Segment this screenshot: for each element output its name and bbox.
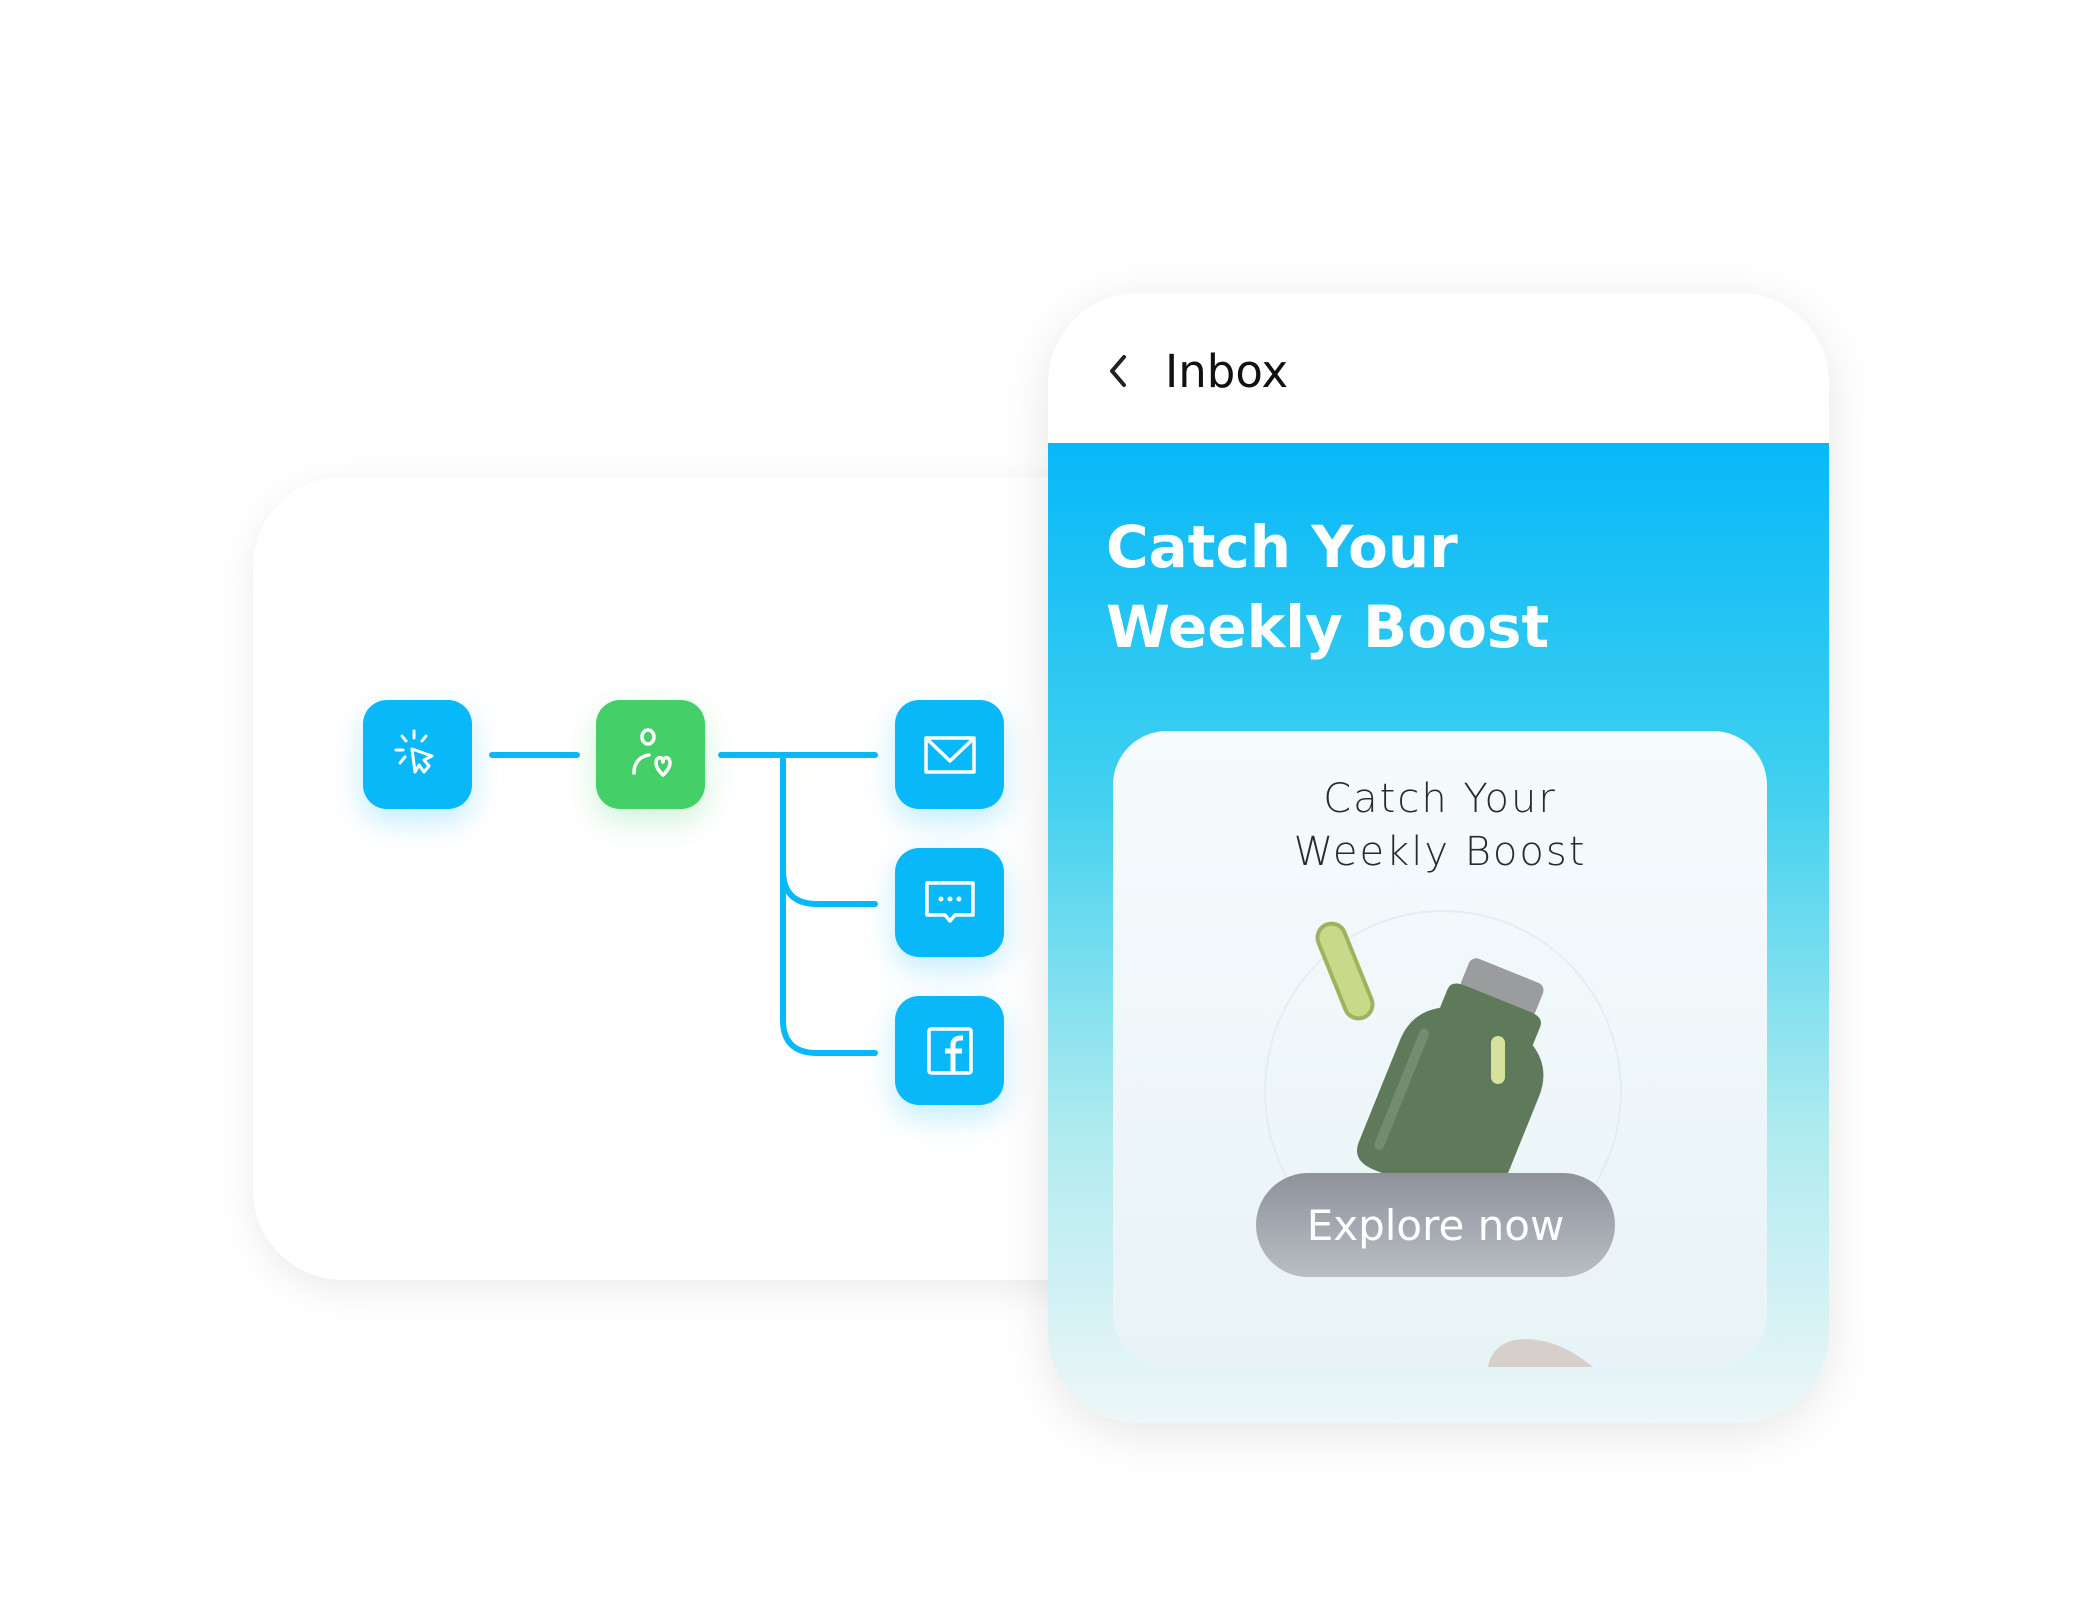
facebook-channel-node[interactable] [895,996,1004,1105]
chevron-left-icon[interactable] [1100,351,1136,391]
headline-line-2: Weekly Boost [1106,593,1550,661]
email-channel-node[interactable] [895,700,1004,809]
audience-node[interactable] [596,700,705,809]
facebook-icon [926,1026,973,1075]
trigger-node[interactable] [363,700,472,809]
cursor-click-icon [394,729,433,773]
message-banner: Catch Your Weekly Boost Catch Your Weekl… [1048,443,1829,1423]
message-headline: Catch Your Weekly Boost [1106,507,1549,667]
chat-bubble-icon [924,880,975,923]
mail-icon [923,735,976,774]
promo-title-line-1: Catch Your [1323,776,1557,822]
supplement-bottle-image [1264,910,1622,1367]
phone-inbox-preview: Inbox Catch Your Weekly Boost Catch Your… [1048,293,1829,1423]
sms-channel-node[interactable] [895,848,1004,957]
promo-card[interactable]: Catch Your Weekly Boost Explore now [1113,731,1767,1367]
user-heart-icon [631,727,672,777]
explore-now-button[interactable]: Explore now [1256,1173,1615,1277]
inbox-header: Inbox [1048,293,1829,443]
headline-line-1: Catch Your [1106,513,1458,581]
promo-title-line-2: Weekly Boost [1293,829,1587,875]
automation-flow-card [253,477,1153,1280]
inbox-title: Inbox [1165,345,1289,398]
promo-card-title: Catch Your Weekly Boost [1113,773,1767,879]
